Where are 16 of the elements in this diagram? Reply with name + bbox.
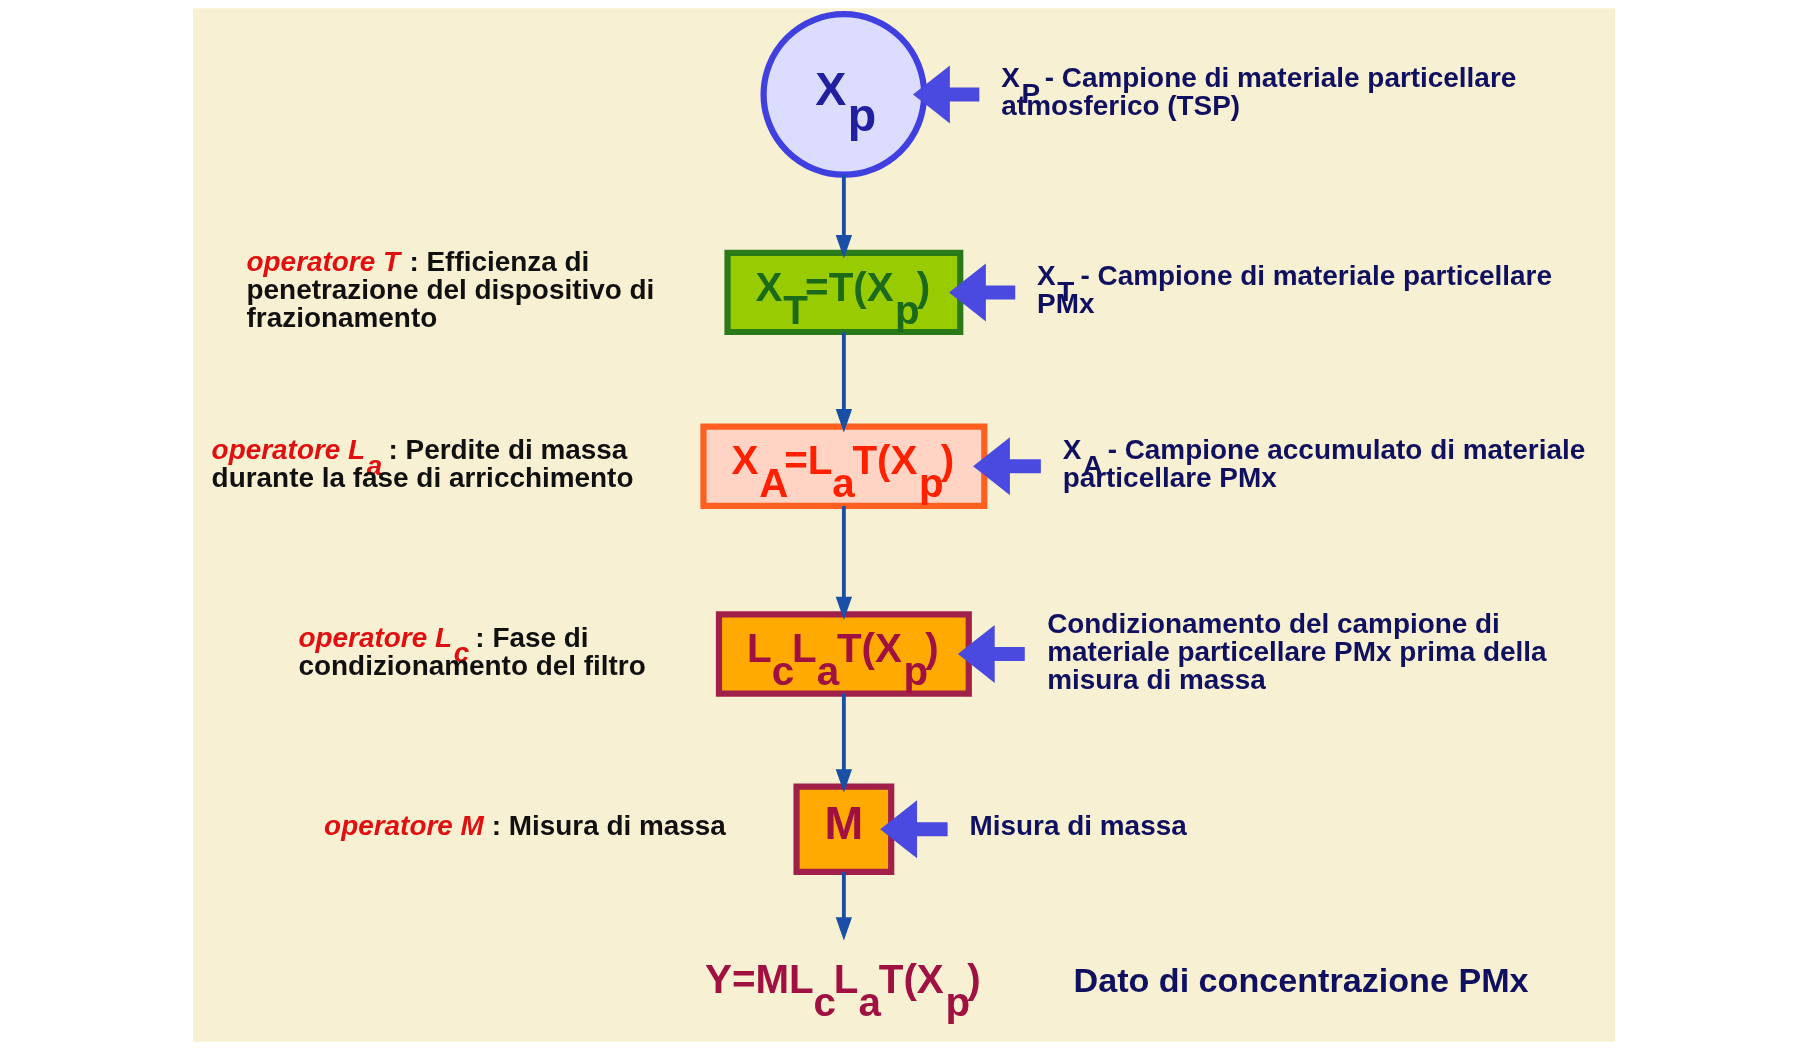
arrow (835, 174, 852, 259)
arrow (835, 872, 852, 941)
arrow (972, 437, 1041, 496)
node-label: operatore T : Efficienza di penetrazione del dispositivo di frazionamento (246, 246, 654, 334)
arrow (879, 800, 948, 859)
arrow (835, 693, 852, 793)
node-label: Dato di concentrazione PMx (1073, 961, 1529, 1000)
arrow (957, 624, 1025, 683)
node-box: M (792, 783, 894, 876)
node-label: operatore M : Misura di massa (323, 809, 726, 841)
node-text: Condizionamento del campione di materiale particellare PMx prima della misura di massa (1046, 607, 1547, 695)
node-text: Misura di massa (969, 809, 1187, 841)
arrow (835, 506, 852, 621)
arrow (948, 263, 1015, 322)
arrow (835, 332, 852, 433)
arrow (912, 65, 979, 124)
